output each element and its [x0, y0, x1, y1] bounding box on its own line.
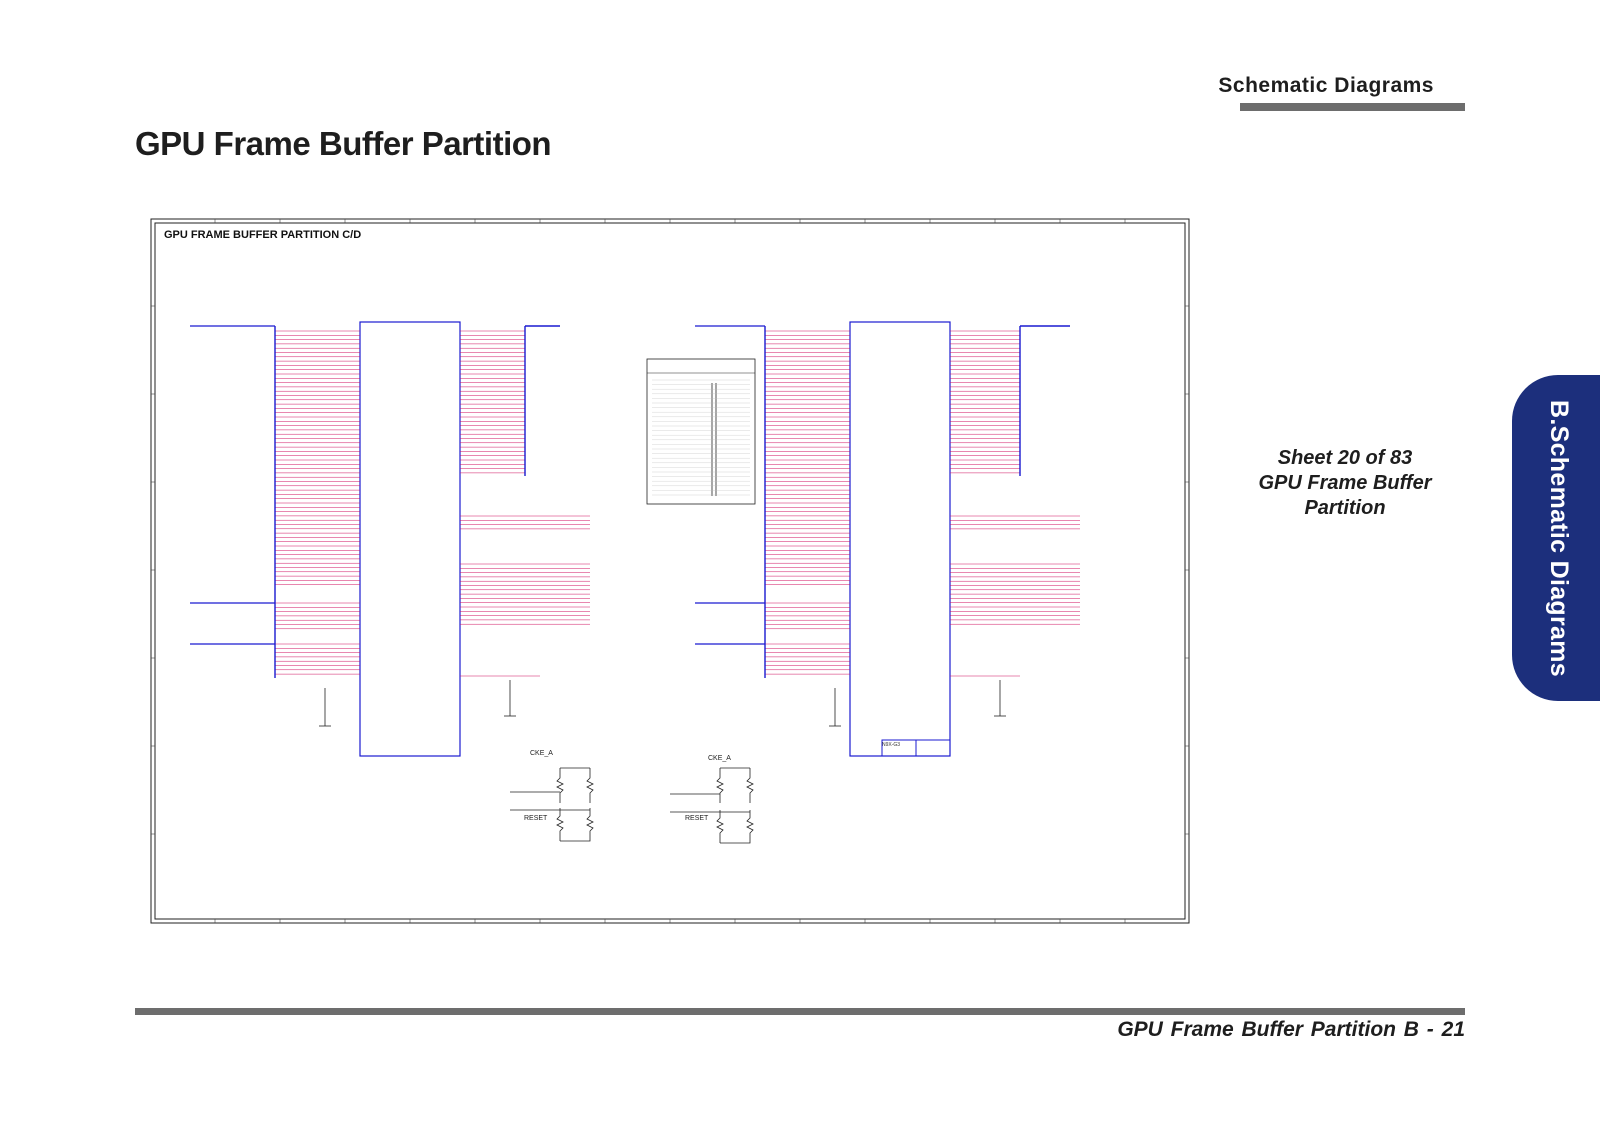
page-footer: GPU Frame Buffer Partition B - 21: [1117, 1018, 1465, 1041]
schematic-drawing: [150, 218, 1190, 924]
footer-rule: [135, 1008, 1465, 1015]
sheet-title-1: GPU Frame Buffer: [1258, 472, 1432, 494]
schematic-inner-frame: [154, 222, 1186, 920]
section-header: Schematic Diagrams: [1218, 74, 1434, 97]
chapter-tab-label: B.Schematic Diagrams: [1544, 399, 1573, 677]
sheet-title-2: Partition: [1304, 497, 1386, 519]
pin-table: [646, 358, 756, 505]
reset-label-right: RESET: [685, 815, 709, 822]
part-label: N9X-G3: [882, 742, 901, 748]
chapter-tab-label-wrap: B.Schematic Diagrams: [1512, 375, 1600, 701]
sheet-number: Sheet 20 of 83: [1277, 447, 1413, 469]
chapter-tab: [1512, 375, 1600, 701]
cke-label-right: CKE_A: [708, 755, 731, 762]
ic-left: [359, 321, 461, 757]
header-rule: [1240, 103, 1465, 111]
ic-right: [849, 321, 951, 757]
schematic-title: GPU FRAME BUFFER PARTITION C/D: [164, 229, 362, 241]
cke-label-left: CKE_A: [530, 750, 553, 757]
sheet-info: Sheet 20 of 83 GPU Frame Buffer Partitio…: [1235, 446, 1455, 521]
page-title: GPU Frame Buffer Partition: [135, 125, 552, 162]
schematic-frame: [150, 218, 1190, 924]
reset-label-left: RESET: [524, 815, 548, 822]
